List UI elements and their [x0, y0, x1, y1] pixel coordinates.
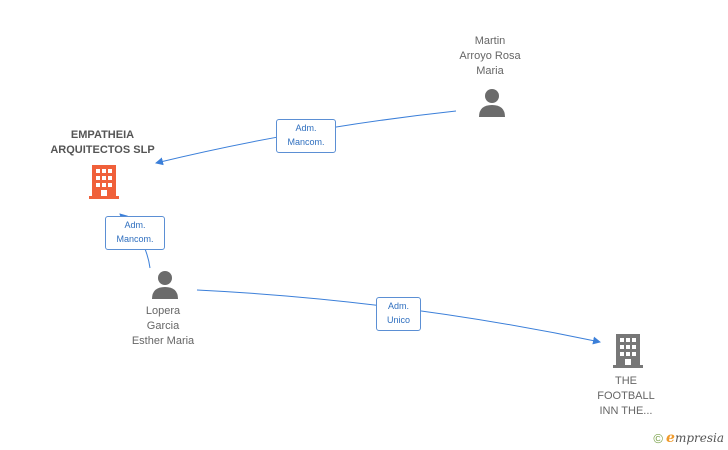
person-node-lopera[interactable]: Lopera Garcia Esther Maria — [113, 304, 213, 349]
copyright-icon: © — [653, 430, 664, 446]
person-icon — [479, 89, 505, 117]
edge-label-martin-empatheia[interactable]: Adm. Mancom. — [276, 119, 336, 153]
edge-label-lopera-football[interactable]: Adm. Unico — [376, 297, 421, 331]
building-icon — [613, 334, 643, 368]
person-node-martin[interactable]: Martin Arroyo Rosa Maria — [440, 34, 540, 79]
empresia-logo: © empresia — [653, 430, 724, 446]
brand-e: e — [666, 430, 675, 446]
node-label: EMPATHEIA ARQUITECTOS SLP — [50, 129, 155, 156]
node-label: Lopera Garcia Esther Maria — [131, 305, 195, 347]
node-label: Martin Arroyo Rosa Maria — [459, 35, 521, 77]
person-icon — [152, 271, 178, 299]
company-node-football[interactable]: THE FOOTBALL INN THE... — [586, 374, 666, 419]
node-label: THE FOOTBALL INN THE... — [597, 375, 655, 417]
brand-name: mpresia — [674, 431, 724, 445]
edge-label-lopera-empatheia[interactable]: Adm. Mancom. — [105, 216, 165, 250]
company-node-empatheia[interactable]: EMPATHEIA ARQUITECTOS SLP — [30, 128, 175, 158]
building-icon — [89, 165, 119, 199]
